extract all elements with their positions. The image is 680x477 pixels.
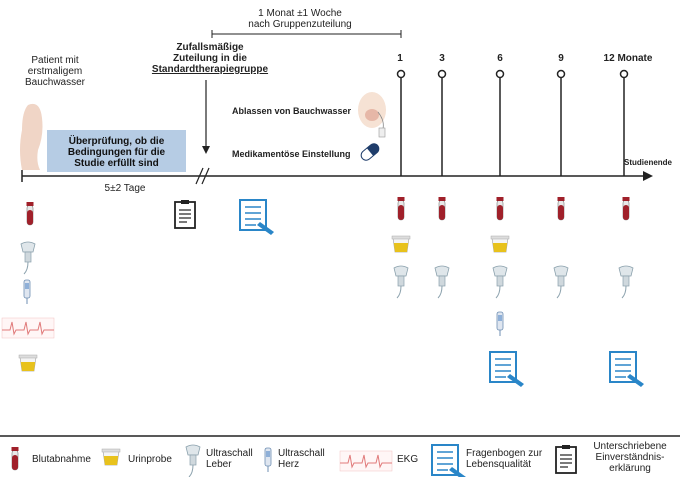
visit9-blood-tube-icon <box>557 196 565 221</box>
visit3-liver-ultrasound-icon <box>434 265 450 299</box>
legend-ecg-icon <box>339 450 393 472</box>
screening-line3: Studie erfüllt sind <box>74 158 159 169</box>
visit-stem-12 <box>619 69 629 176</box>
legend-us-liver-label-2: Leber <box>206 459 232 470</box>
patient-torso-icon <box>20 103 43 170</box>
visit1-blood-tube-icon <box>397 196 405 221</box>
legend-questionnaire-label-2: Lebensqualität <box>466 459 532 470</box>
randomization-line3: Standardtherapiegruppe <box>151 64 269 75</box>
timeline-arrowhead <box>643 171 653 181</box>
baseline-ecg-icon <box>1 317 55 339</box>
visit-stem-1 <box>396 69 406 176</box>
randomization-line2: Zuteilung in die <box>173 53 247 64</box>
visit3-blood-tube-icon <box>438 196 446 221</box>
drainage-label: Ablassen von Bauchwasser <box>232 106 352 116</box>
timeline-break-2 <box>201 167 210 185</box>
visit9-liver-ultrasound-icon <box>553 265 569 299</box>
randomization-line1: Zufallsmäßige <box>176 42 244 53</box>
patient-label-line1: Patient mit <box>31 55 79 66</box>
visit-label-3: 3 <box>439 53 445 64</box>
legend-blood-tube-icon <box>11 446 19 471</box>
visit6-questionnaire-icon <box>489 351 525 388</box>
study-end-label: Studienende <box>624 158 673 167</box>
screening-box: Überprüfung, ob die Bedingungen für die … <box>47 130 186 172</box>
baseline-questionnaire-icon <box>239 199 275 236</box>
baseline-heart-ultrasound-icon <box>23 279 31 305</box>
legend-consent-label-2: Einverständnis- <box>595 452 665 463</box>
visit6-blood-tube-icon <box>496 196 504 221</box>
duration-label: 5±2 Tage <box>104 183 146 194</box>
visit-label-1: 1 <box>397 53 403 64</box>
visit1-liver-ultrasound-icon <box>393 265 409 299</box>
legend-urine-cup-icon <box>101 448 121 466</box>
screening-line2: Bedingungen für die <box>67 147 166 158</box>
visit6-heart-ultrasound-icon <box>496 311 504 337</box>
legend-consent-clipboard-icon <box>555 444 577 474</box>
visit-stem-3 <box>437 69 447 176</box>
legend-questionnaire-icon <box>431 444 467 477</box>
legend-questionnaire-label-1: Fragenbogen zur <box>466 448 543 459</box>
legend-consent-label-3: erklärung <box>609 463 651 474</box>
pill-icon <box>360 143 380 161</box>
period-label-line2: nach Gruppenzuteilung <box>248 19 352 30</box>
visit6-urine-cup-icon <box>490 235 510 253</box>
visit-label-6: 6 <box>497 53 503 64</box>
visit-label-9: 9 <box>558 53 564 64</box>
legend-consent-label-1: Unterschriebene <box>593 441 667 452</box>
visit6-liver-ultrasound-icon <box>492 265 508 299</box>
legend-us-heart-label-1: Ultraschall <box>278 448 325 459</box>
legend-liver-ultrasound-icon <box>185 444 201 477</box>
period-label-line1: 1 Monat ±1 Woche <box>258 8 342 19</box>
visit-stem-9 <box>556 69 566 176</box>
patient-label-line2: erstmaligem <box>27 66 83 77</box>
legend-ecg-label: EKG <box>397 454 419 465</box>
visit12-liver-ultrasound-icon <box>618 265 634 299</box>
baseline-liver-ultrasound-icon <box>20 241 36 275</box>
legend-blood-label: Blutabnahme <box>32 454 91 465</box>
drainage-icon <box>358 92 386 138</box>
baseline-blood-tube-icon <box>26 201 34 226</box>
visit12-questionnaire-icon <box>609 351 645 388</box>
baseline-urine-cup-icon <box>18 354 38 372</box>
screening-line1: Überprüfung, ob die <box>68 136 165 147</box>
timeline-break-1 <box>195 167 204 185</box>
legend-urine-label: Urinprobe <box>128 454 172 465</box>
legend-heart-ultrasound-icon <box>264 447 272 473</box>
randomization-arrowhead <box>202 146 210 154</box>
visit12-blood-tube-icon <box>622 196 630 221</box>
legend-us-heart-label-2: Herz <box>278 459 300 470</box>
consent-clipboard-icon <box>174 199 196 229</box>
visit1-urine-cup-icon <box>391 235 411 253</box>
visit-label-12: 12 Monate <box>603 53 653 64</box>
visit-stem-6 <box>495 69 505 176</box>
medication-label: Medikamentöse Einstellung <box>232 149 351 159</box>
legend-us-liver-label-1: Ultraschall <box>206 448 253 459</box>
patient-label-line3: Bauchwasser <box>24 77 86 88</box>
